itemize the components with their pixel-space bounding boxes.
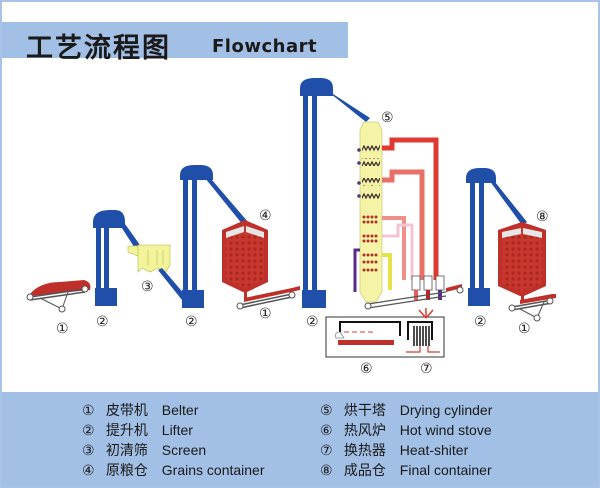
title-english: Flowchart [212, 36, 318, 57]
marker-belter-2: ① [259, 306, 272, 322]
legend-label-cn: 初清筛 [105, 442, 148, 458]
marker-final-container: ⑧ [536, 209, 549, 225]
legend-label-en: Hot wind stove [399, 422, 492, 438]
process-flow-diagram: ① ② ③ ② ④ [26, 78, 556, 377]
marker-hot-wind-stove: ⑥ [360, 361, 373, 377]
marker-lifter-3: ② [306, 314, 319, 330]
legend-label-cn: 烘干塔 [343, 402, 386, 418]
legend-number: ⑧ [320, 462, 333, 478]
legend-label-cn: 提升机 [105, 422, 148, 438]
legend-label-en: Grains container [161, 462, 265, 478]
legend-label-cn: 热风炉 [343, 422, 386, 438]
legend-number: ① [82, 402, 95, 418]
title-chinese: 工艺流程图 [26, 33, 171, 64]
screen [127, 244, 171, 273]
legend-item-heat-exchanger: ⑦ 换热器 Heat-shiter [320, 440, 492, 460]
legend-item-lifter: ② 提升机 Lifter [82, 420, 265, 440]
legend-column-right: ⑤ 烘干塔 Drying cylinder ⑥ 热风炉 Hot wind sto… [320, 400, 492, 480]
final-container [498, 222, 546, 302]
legend-label-cn: 皮带机 [105, 402, 148, 418]
lifter-3 [300, 78, 370, 308]
marker-grains-container: ④ [259, 208, 272, 224]
lifter-1 [93, 210, 145, 306]
stove-exchanger-box [325, 308, 445, 358]
marker-heat-exchanger: ⑦ [420, 361, 433, 377]
lifter-2 [158, 165, 248, 308]
legend-label-cn: 成品仓 [343, 462, 386, 478]
legend-column-left: ① 皮带机 Belter ② 提升机 Lifter ③ 初清筛 Screen ④… [82, 400, 265, 480]
legend-label-en: Belter [161, 402, 199, 418]
legend-item-drying-cylinder: ⑤ 烘干塔 Drying cylinder [320, 400, 492, 420]
legend-number: ③ [82, 442, 95, 458]
drying-cylinder [357, 121, 383, 303]
legend-label-en: Screen [161, 442, 207, 458]
hot-air-ducts [353, 137, 439, 292]
legend-label-en: Heat-shiter [399, 442, 469, 458]
legend-item-hot-wind-stove: ⑥ 热风炉 Hot wind stove [320, 420, 492, 440]
legend-item-grains-container: ④ 原粮仓 Grains container [82, 460, 265, 480]
marker-lifter-2: ② [185, 314, 198, 330]
legend-number: ② [82, 422, 95, 438]
marker-belter-1: ① [56, 321, 69, 337]
legend-number: ⑦ [320, 442, 333, 458]
marker-lifter-4: ② [474, 314, 487, 330]
legend-label-en: Final container [399, 462, 492, 478]
belter-3 [508, 294, 556, 322]
grains-container [222, 220, 268, 300]
lifter-4 [466, 168, 527, 306]
marker-lifter-1: ② [96, 314, 109, 330]
legend-label-cn: 换热器 [343, 442, 386, 458]
marker-drying-cylinder: ⑤ [381, 110, 394, 126]
title-bar [2, 22, 348, 58]
marker-screen: ③ [141, 279, 154, 295]
legend-item-final-container: ⑧ 成品仓 Final container [320, 460, 492, 480]
legend-label-en: Lifter [161, 422, 193, 438]
legend-number: ④ [82, 462, 95, 478]
legend-label-cn: 原粮仓 [105, 462, 148, 478]
tower-belter [364, 284, 464, 310]
marker-belter-3: ① [518, 321, 531, 337]
legend-label-en: Drying cylinder [399, 402, 493, 418]
belter-2 [236, 286, 300, 310]
legend-item-screen: ③ 初清筛 Screen [82, 440, 265, 460]
legend-item-belter: ① 皮带机 Belter [82, 400, 265, 420]
legend-number: ⑤ [320, 402, 333, 418]
belter-1 [26, 280, 91, 313]
legend-number: ⑥ [320, 422, 333, 438]
legend: ① 皮带机 Belter ② 提升机 Lifter ③ 初清筛 Screen ④… [2, 392, 598, 486]
